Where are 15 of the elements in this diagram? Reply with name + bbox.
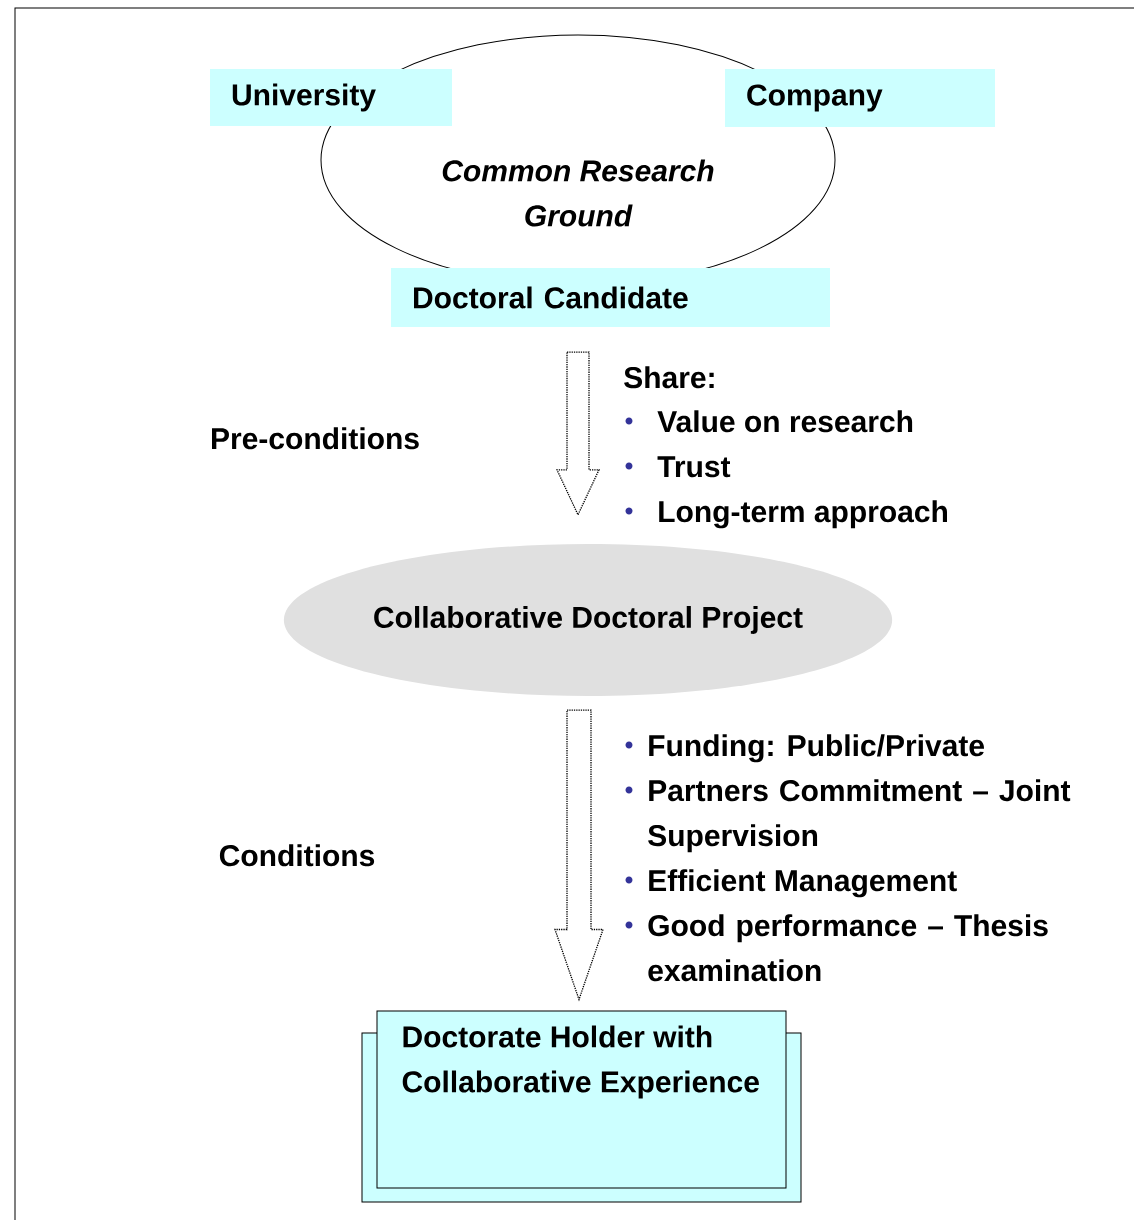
list-item: Share: (624, 366, 714, 389)
list-item: Efficient Management (649, 869, 957, 898)
list-item: Good performance – Thesis examination (648, 914, 1048, 982)
label-box: University (210, 69, 452, 126)
label-box: Company (725, 69, 995, 127)
side-label: Pre-conditions (212, 427, 419, 450)
result-box: Doctorate Holder with Collaborative Experience (361, 1010, 802, 1203)
list-item: Value on research (657, 410, 913, 433)
list-item: Funding: Public/Private (649, 734, 984, 763)
list-item: Trust (657, 456, 731, 478)
block-arrow (555, 351, 601, 517)
block-arrow (554, 709, 604, 1002)
side-label: Conditions (219, 844, 375, 867)
label-box: Doctoral Candidate (391, 268, 830, 327)
list-item: Partners Commitment – Joint Supervision (648, 779, 1071, 853)
